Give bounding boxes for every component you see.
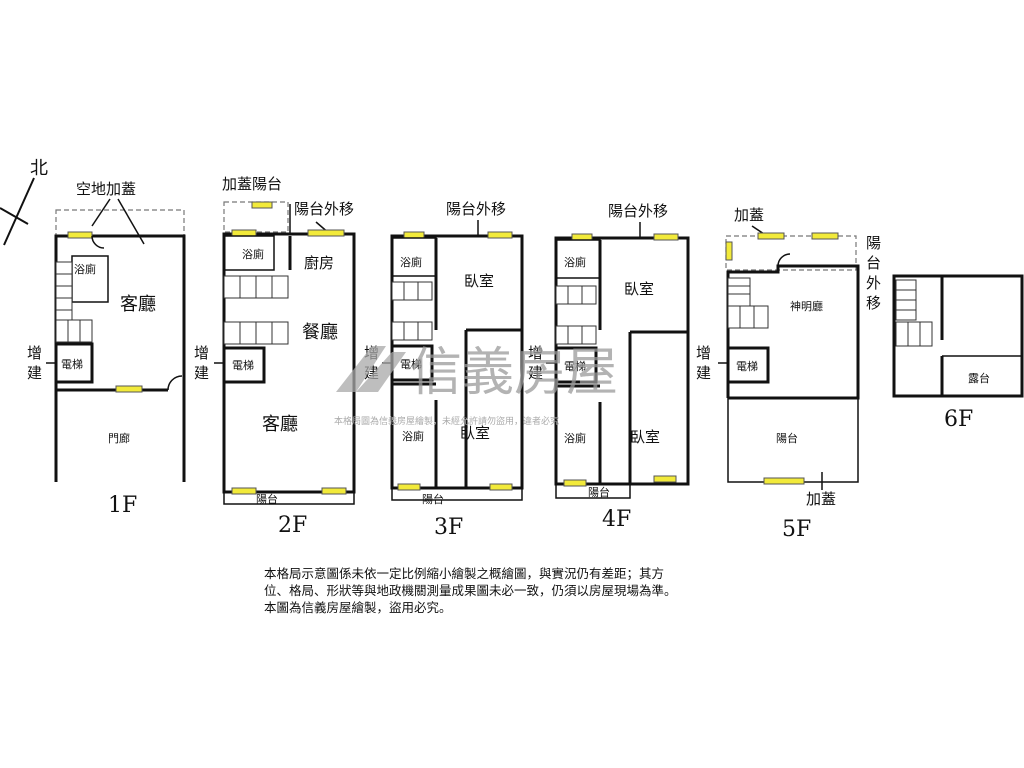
floor-2f: 加蓋陽台 陽台外移 浴廁 廚房 電梯 增 建 餐廳 客廳 xyxy=(194,175,356,538)
f2-annotation-top: 加蓋陽台 xyxy=(222,175,282,193)
floor-1f: 空地加蓋 浴廁 電梯 增 建 客廳 門廊 1F xyxy=(27,180,186,518)
compass-north-label: 北 xyxy=(30,158,48,179)
f3-annotation: 陽台外移 xyxy=(446,200,506,218)
f5-balcony-label: 陽台 xyxy=(776,431,798,445)
f1-porch-label: 門廊 xyxy=(108,431,130,445)
f5-annotation-top: 加蓋 xyxy=(734,206,764,224)
f6-terrace-label: 露台 xyxy=(968,371,990,385)
f5-annotation-side-3: 外 xyxy=(866,274,881,292)
f2-floor-title: 2F xyxy=(278,513,307,538)
f3-bath-top-label: 浴廁 xyxy=(400,255,422,269)
f5-extension-2: 建 xyxy=(696,364,711,382)
f5-annotation-side-1: 陽 xyxy=(866,234,881,252)
f3-balcony-label: 陽台 xyxy=(422,492,444,506)
f2-living-label: 客廳 xyxy=(262,414,298,435)
f4-floor-title: 4F xyxy=(602,507,631,532)
f4-extension-1: 增 xyxy=(528,344,543,362)
f2-dining-label: 餐廳 xyxy=(302,322,338,343)
f1-bath-label: 浴廁 xyxy=(74,262,96,276)
f4-bedroom-top-label: 臥室 xyxy=(624,280,654,298)
floor-5f: 加蓋 陽 台 外 移 電梯 增 建 神明廳 陽台 加蓋 5F xyxy=(696,206,881,542)
floor-6f: 露台 6F xyxy=(892,274,1024,432)
f4-balcony-label: 陽台 xyxy=(588,485,610,499)
watermark-brand: 信義房屋 xyxy=(410,343,618,403)
f1-annotation: 空地加蓋 xyxy=(76,180,136,198)
brand-logo-icon xyxy=(336,346,406,392)
f1-extension-2: 建 xyxy=(27,364,42,382)
f4-elevator-label: 電梯 xyxy=(564,360,586,373)
disclaimer-line: 本格局示意圖係未依一定比例縮小繪製之概繪圖，與實況仍有差距；其方 xyxy=(264,566,665,581)
f5-annotation-side-2: 台 xyxy=(866,254,881,272)
f1-elevator-label: 電梯 xyxy=(61,358,83,371)
f1-living-label: 客廳 xyxy=(120,294,156,315)
f3-bedroom-bottom-label: 臥室 xyxy=(460,424,490,442)
f5-shrine-label: 神明廳 xyxy=(790,299,823,313)
f5-floor-title: 5F xyxy=(782,517,811,542)
f4-bath-bottom-label: 浴廁 xyxy=(564,431,586,445)
f3-elevator-label: 電梯 xyxy=(400,358,422,371)
f2-balcony-label: 陽台 xyxy=(256,492,278,506)
floor-4f: 陽台外移 浴廁 臥室 電梯 增 建 浴廁 臥室 陽台 4F xyxy=(528,202,690,532)
f2-bath-label: 浴廁 xyxy=(242,247,264,261)
f3-bedroom-top-label: 臥室 xyxy=(464,272,494,290)
f1-floor-title: 1F xyxy=(108,493,137,518)
f5-elevator-label: 電梯 xyxy=(736,360,758,373)
watermark: 信義房屋 本格局圖為信義房屋繪製，未經允許請勿盜用，違者必究 xyxy=(334,343,618,427)
f4-extension-2: 建 xyxy=(528,364,543,382)
f5-annotation-bottom: 加蓋 xyxy=(806,490,836,508)
f2-extension-2: 建 xyxy=(194,364,209,382)
disclaimer-note: 本格局示意圖係未依一定比例縮小繪製之概繪圖，與實況仍有差距；其方 位、格局、形狀… xyxy=(264,565,764,616)
f3-bath-bottom-label: 浴廁 xyxy=(402,429,424,443)
floor-3f: 陽台外移 浴廁 臥室 電梯 增 建 浴廁 臥室 陽台 3F xyxy=(364,200,524,540)
compass: 北 xyxy=(0,158,48,246)
f2-annotation-balcony: 陽台外移 xyxy=(294,200,354,218)
f5-extension-1: 增 xyxy=(696,344,711,362)
f5-annotation-side-4: 移 xyxy=(866,294,881,312)
f2-elevator-label: 電梯 xyxy=(232,359,254,372)
f3-floor-title: 3F xyxy=(434,515,463,540)
f1-extension-1: 增 xyxy=(27,344,42,362)
f4-bath-top-label: 浴廁 xyxy=(564,255,586,269)
f6-floor-title: 6F xyxy=(944,407,973,432)
f4-bedroom-bottom-label: 臥室 xyxy=(630,428,660,446)
disclaimer-line: 本圖為信義房屋繪製，盜用必究。 xyxy=(264,600,452,615)
f2-extension-1: 增 xyxy=(194,344,209,362)
f2-kitchen-label: 廚房 xyxy=(304,254,334,272)
disclaimer-line: 位、格局、形狀等與地政機關測量成果圖未必一致，仍須以房屋現場為準。 xyxy=(264,583,677,598)
f4-annotation: 陽台外移 xyxy=(608,202,668,220)
watermark-notice: 本格局圖為信義房屋繪製，未經允許請勿盜用，違者必究 xyxy=(334,415,559,427)
